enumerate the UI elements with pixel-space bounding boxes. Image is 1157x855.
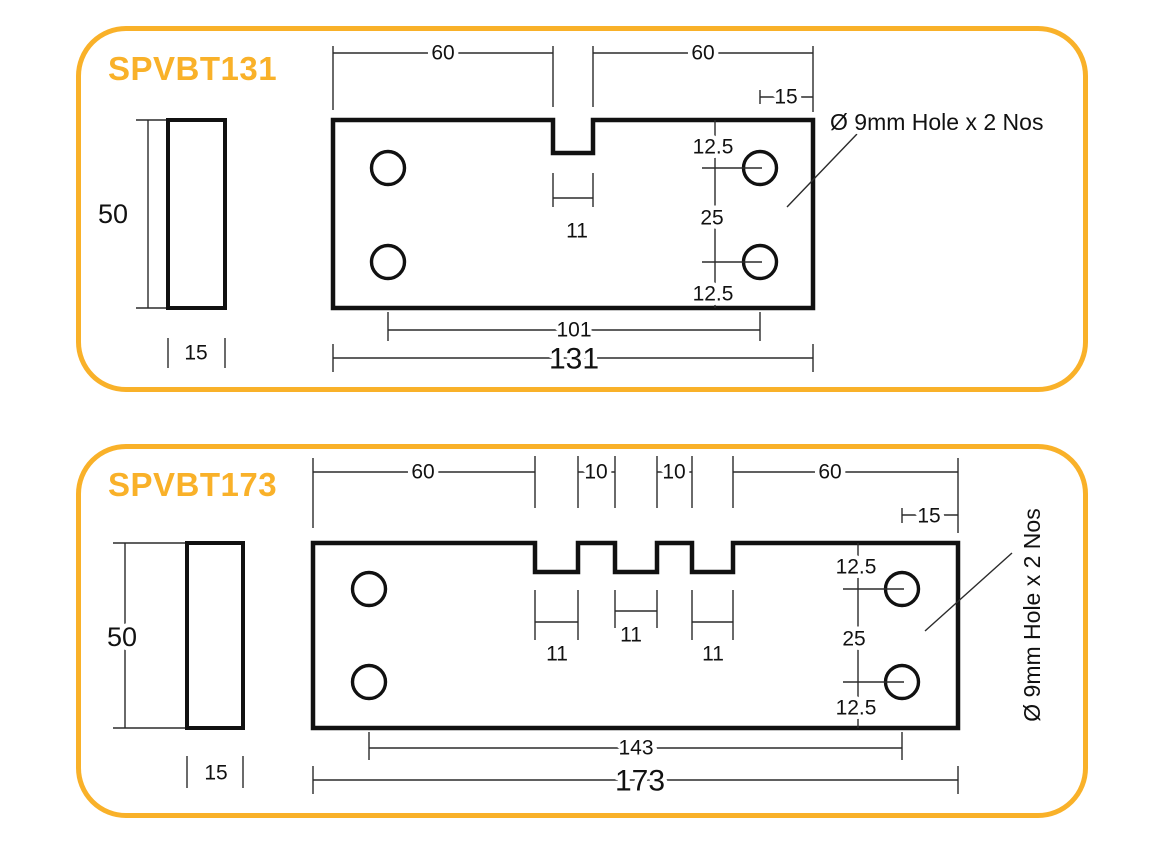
dim-label-143: 143 [618,737,653,760]
dim-side-thickness: 15 [167,337,226,369]
dim-label-60-left: 60 [431,42,454,65]
dim-top-row: 60 10 10 60 [312,456,959,533]
dim-label-15: 15 [774,86,797,109]
dim-label-15: 15 [917,505,940,528]
dim-label-12-5-bottom: 12.5 [693,283,734,306]
hole-top-left [369,149,407,187]
dim-label-11: 11 [702,643,724,666]
dim-top-60s: 60 60 [332,37,814,112]
dim-label-60-right: 60 [691,42,714,65]
hole-bottom-left [350,663,388,701]
dim-label-25: 25 [842,628,865,651]
hole-bottom-left [369,243,407,281]
dim-label-50: 50 [107,622,137,652]
hole-top-left [350,570,388,608]
part-title-spvbt173: SPVBT173 [108,466,278,503]
dim-side-thickness: 15 [186,756,244,789]
dim-bottom-131: 131 [332,338,814,380]
dim-label-10-left: 10 [584,461,607,484]
dim-side-height: 50 [93,119,166,309]
dim-label-131: 131 [549,343,599,376]
dim-label-101: 101 [556,319,591,342]
dim-hole-vertical: 12.5 25 12.5 [831,543,904,728]
dim-edge-offset-15: 15 [759,81,813,113]
dim-label-15: 15 [184,342,207,365]
dim-label-10-right: 10 [662,461,685,484]
dim-label-12-5-top: 12.5 [836,556,877,579]
dim-hole-vertical: 12.5 25 12.5 [688,120,762,310]
dim-label-50: 50 [98,199,128,229]
dim-bottom-143: 143 [368,732,903,764]
dim-label-173: 173 [615,765,665,798]
dim-label-11: 11 [546,643,568,666]
spvbt173-drawing: 50 15 [102,456,1050,802]
dim-notch-right-11: 11 [691,590,734,670]
hole-annotation: Ø 9mm Hole x 2 Nos [1019,508,1045,721]
front-view-plate [330,117,816,311]
dim-label-60-left: 60 [411,461,434,484]
side-view-plate [185,541,245,730]
dim-notch-11: 11 [552,173,594,247]
dim-label-60-right: 60 [818,461,841,484]
part-title-spvbt131: SPVBT131 [108,50,278,87]
dim-bottom-101: 101 [387,312,761,346]
dim-label-12-5-bottom: 12.5 [836,697,877,720]
dim-edge-offset-15: 15 [901,500,958,532]
dim-side-height: 50 [102,542,185,729]
spvbt131-drawing: 50 15 60 6 [93,37,1047,380]
dim-label-15: 15 [204,762,227,785]
dim-notch-left-11: 11 [534,590,579,670]
side-view-plate [166,118,227,310]
dim-bottom-173: 173 [312,760,959,802]
front-view-plate [310,540,961,731]
dim-label-25: 25 [700,207,723,230]
leader-line [924,552,1013,632]
dim-label-12-5-top: 12.5 [693,136,734,159]
dim-label-11: 11 [620,624,642,647]
dim-notch-mid-11: 11 [614,590,658,651]
leader-line [786,133,858,208]
dim-label-11: 11 [566,220,588,243]
hole-annotation: Ø 9mm Hole x 2 Nos [830,109,1043,135]
